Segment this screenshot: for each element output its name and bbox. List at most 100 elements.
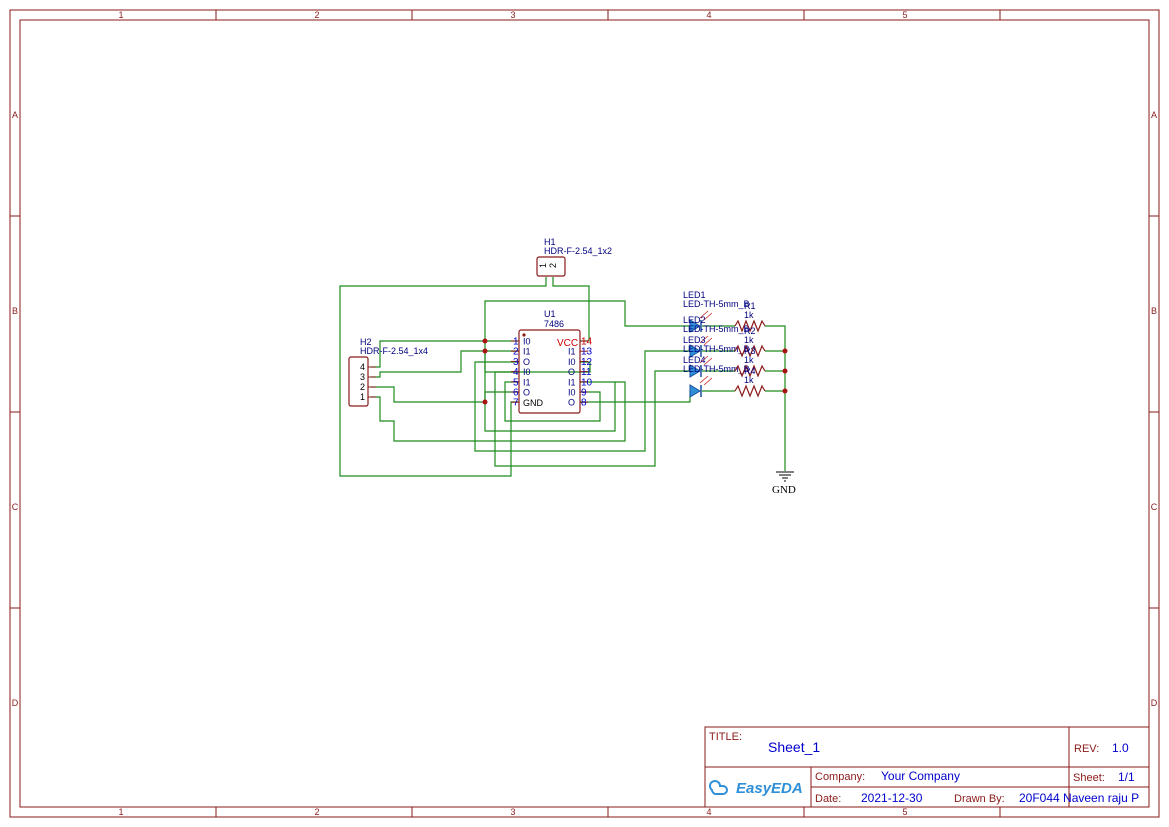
u1-pin-number: 4 bbox=[513, 367, 519, 378]
r1-ref: R1 bbox=[744, 301, 756, 311]
resistor-array: R1 1k R2 1k R3 1k R4 1k bbox=[734, 301, 766, 398]
junction-dot bbox=[482, 399, 488, 405]
logo-text: EasyEDA bbox=[736, 780, 803, 797]
u1-pin-name: I0 bbox=[523, 337, 531, 347]
junction-dot bbox=[482, 348, 488, 354]
h1-value: HDR-F-2.54_1x2 bbox=[544, 246, 612, 256]
component-led4[interactable]: LED4 LED-TH-5mm_B bbox=[683, 355, 750, 398]
u1-pin-name: O bbox=[568, 398, 575, 408]
u1-pin-number: 11 bbox=[581, 367, 592, 378]
r2-value: 1k bbox=[744, 335, 754, 345]
u1-pin-number: 8 bbox=[581, 398, 587, 409]
junction-dot bbox=[782, 348, 788, 354]
gnd-label: GND bbox=[772, 484, 796, 496]
component-r2[interactable]: R2 1k bbox=[734, 326, 766, 358]
h2-pin-label: 4 bbox=[360, 362, 365, 372]
sheet-label: Sheet: bbox=[1073, 772, 1105, 784]
component-r4[interactable]: R4 1k bbox=[734, 366, 766, 398]
wire-pin6[interactable] bbox=[484, 391, 519, 402]
junction-dot bbox=[782, 368, 788, 374]
u1-pin-number: 13 bbox=[581, 347, 593, 358]
component-r3[interactable]: R3 1k bbox=[734, 346, 766, 378]
led2-value: LED-TH-5mm_B bbox=[683, 324, 750, 334]
component-led1[interactable]: LED1 LED-TH-5mm_B bbox=[683, 290, 750, 333]
h2-body bbox=[348, 356, 369, 407]
wire-h2-2[interactable] bbox=[371, 386, 485, 403]
wire-out1-led1[interactable] bbox=[484, 300, 690, 341]
row-label-right: D bbox=[1151, 698, 1158, 708]
u1-pin-name: I1 bbox=[568, 377, 576, 387]
h1-pin-label: 1 bbox=[538, 263, 548, 268]
wire-h2-1[interactable] bbox=[371, 381, 626, 442]
led4-body bbox=[689, 384, 701, 398]
r2-ref: R2 bbox=[744, 326, 756, 336]
u1-pin-number: 12 bbox=[581, 357, 593, 368]
wire-out3-led3[interactable] bbox=[494, 361, 690, 467]
row-label-left: A bbox=[12, 110, 18, 120]
column-label-bottom: 2 bbox=[314, 807, 319, 817]
column-label-bottom: 5 bbox=[902, 807, 907, 817]
h1-pin-label: 2 bbox=[548, 263, 558, 268]
led4-ref: LED4 bbox=[683, 355, 706, 365]
u1-pin-name: O bbox=[523, 357, 530, 367]
led1-ref: LED1 bbox=[683, 290, 706, 300]
h2-value: HDR-F-2.54_1x4 bbox=[360, 346, 428, 356]
row-label-right: A bbox=[1151, 110, 1157, 120]
rev-label: REV: bbox=[1074, 743, 1099, 755]
cloud-icon bbox=[709, 780, 728, 795]
u1-pin1-marker bbox=[522, 333, 526, 337]
u1-pin-number: 10 bbox=[581, 377, 593, 388]
junctions bbox=[482, 338, 788, 405]
junction-dot bbox=[482, 338, 488, 344]
column-label-top: 5 bbox=[902, 10, 907, 20]
r3-ref: R3 bbox=[744, 346, 756, 356]
column-label-bottom: 4 bbox=[706, 807, 711, 817]
component-r1[interactable]: R1 1k bbox=[734, 301, 766, 333]
u1-pin-name: I1 bbox=[523, 377, 531, 387]
component-led3[interactable]: LED3 LED-TH-5mm_B bbox=[683, 335, 750, 378]
led1-value: LED-TH-5mm_B bbox=[683, 299, 750, 309]
led2-body bbox=[689, 344, 701, 358]
u1-pin-name: I0 bbox=[523, 367, 531, 377]
u1-pin-name: I1 bbox=[523, 347, 531, 357]
component-led2[interactable]: LED2 LED-TH-5mm_B bbox=[683, 315, 750, 358]
component-h1[interactable]: H1 HDR-F-2.54_1x2 1 2 bbox=[536, 237, 612, 277]
led3-value: LED-TH-5mm_B bbox=[683, 344, 750, 354]
row-label-right: B bbox=[1151, 306, 1157, 316]
wire-out4-led4[interactable] bbox=[580, 391, 691, 403]
u1-pin-name: O bbox=[523, 388, 530, 398]
sheet-title: Sheet_1 bbox=[768, 739, 820, 755]
r4-value: 1k bbox=[744, 375, 754, 385]
title-label: TITLE: bbox=[709, 731, 742, 743]
title-block: TITLE: Sheet_1 REV: 1.0 Company: Your Co… bbox=[704, 726, 1150, 808]
row-label-left: B bbox=[12, 306, 18, 316]
inner-border bbox=[19, 19, 1150, 808]
column-label-top: 3 bbox=[510, 10, 515, 20]
gnd-symbol[interactable]: GND bbox=[772, 471, 796, 496]
drawn-by-value: 20F044 Naveen raju P bbox=[1019, 791, 1139, 805]
company-value: Your Company bbox=[881, 769, 960, 783]
r4-body bbox=[734, 384, 766, 398]
u1-pin-number: 2 bbox=[513, 347, 519, 358]
u1-pin-number: 7 bbox=[513, 398, 519, 409]
sheet-value: 1/1 bbox=[1118, 770, 1135, 784]
wires bbox=[339, 277, 786, 477]
wire-out2-led2[interactable] bbox=[474, 350, 690, 452]
component-h2[interactable]: H2 HDR-F-2.54_1x4 4 3 2 1 bbox=[348, 337, 428, 407]
row-label-right: C bbox=[1151, 502, 1158, 512]
led4-value: LED-TH-5mm_B bbox=[683, 364, 750, 374]
date-label: Date: bbox=[815, 793, 841, 805]
date-value: 2021-12-30 bbox=[861, 791, 923, 805]
column-label-top: 2 bbox=[314, 10, 319, 20]
u1-vcc-label: VCC bbox=[557, 338, 578, 349]
outer-border bbox=[9, 9, 1160, 818]
wire-gnd-bus[interactable] bbox=[765, 325, 786, 471]
wire-pin5[interactable] bbox=[504, 381, 601, 422]
u1-pin-name: I1 bbox=[568, 347, 576, 357]
led1-body bbox=[689, 319, 701, 333]
wire-h2-3[interactable] bbox=[371, 350, 519, 378]
wire-vcc[interactable] bbox=[552, 277, 590, 342]
